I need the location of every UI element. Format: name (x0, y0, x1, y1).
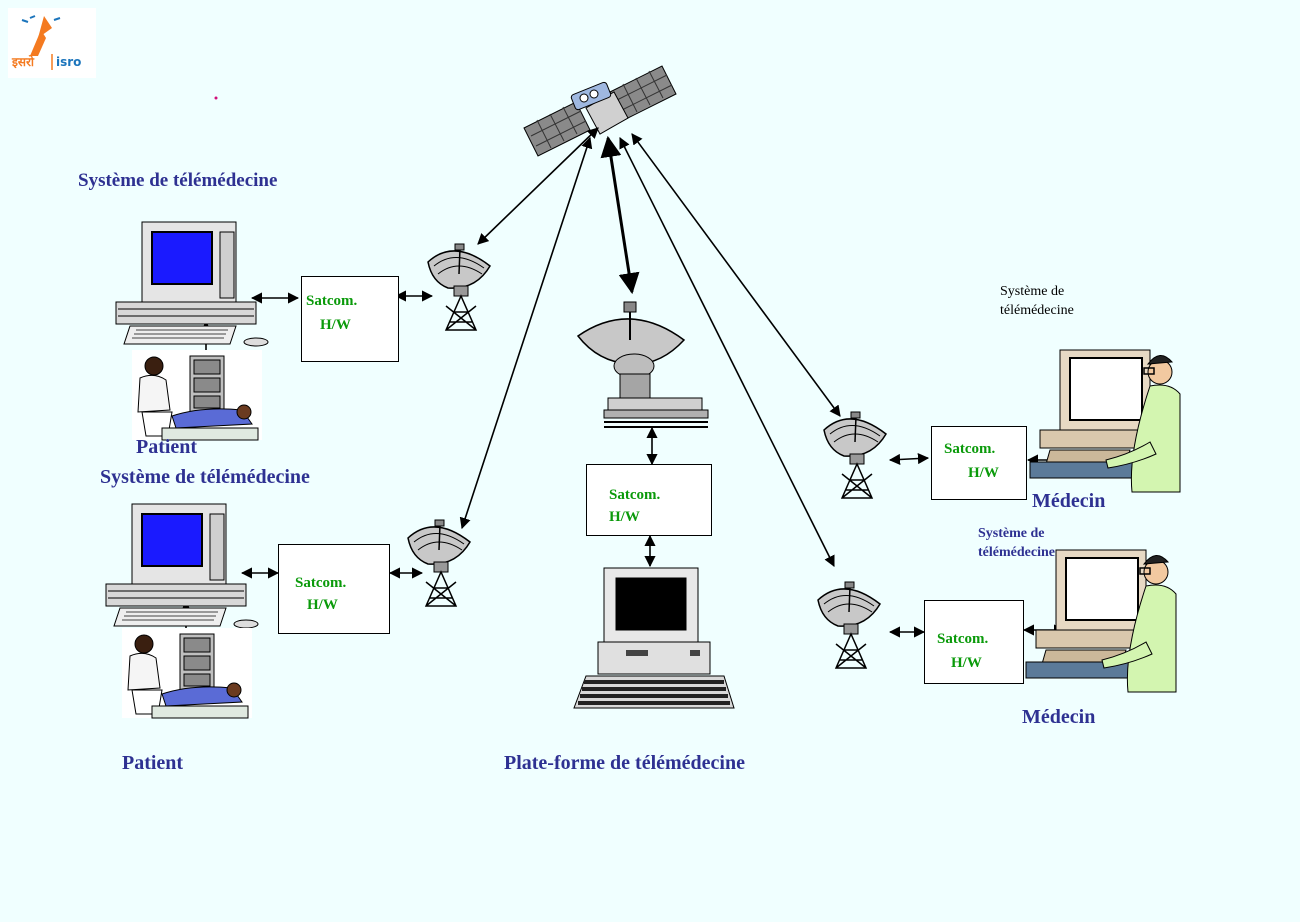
label-system-right-mid: Système de télémédecine (978, 526, 1055, 560)
dish-antenna-icon (817, 581, 881, 669)
label-doctor-top: Médecin (1032, 490, 1106, 512)
satcom-box: Satcom. H/W (586, 464, 712, 536)
label-patient-top: Patient (136, 436, 198, 458)
patient-scene-icon (121, 627, 253, 719)
label-platform: Plate-forme de télémédecine (504, 752, 745, 774)
label-system-right-top: Système de télémédecine (1000, 284, 1074, 318)
patient-scene-icon (131, 349, 263, 441)
satcom-box-line2: H/W (609, 509, 640, 525)
satcom-box-line2: H/W (951, 655, 982, 671)
satcom-box-line1: Satcom. (306, 293, 358, 309)
satcom-box-line1: Satcom. (944, 441, 996, 457)
satcom-box: Satcom. H/W (301, 276, 399, 362)
satcom-box-line1: Satcom. (609, 487, 661, 503)
isro-logo: इसरो isro (8, 8, 96, 78)
label-doctor-bottom: Médecin (1022, 706, 1096, 728)
satcom-box-line2: H/W (307, 597, 338, 613)
label-patient-bottom: Patient (122, 752, 184, 774)
satellite-icon (523, 65, 677, 157)
computer-icon (115, 221, 269, 347)
satcom-box-line1: Satcom. (295, 575, 347, 591)
label-system-top-left: Système de télémédecine (78, 170, 278, 191)
satcom-box: Satcom. H/W (931, 426, 1027, 500)
ground-station-antenna-icon (576, 301, 709, 428)
satcom-box-line2: H/W (968, 465, 999, 481)
logo-hindi: इसरो (11, 55, 35, 69)
dish-antenna-icon (427, 243, 491, 331)
platform-computer-icon (573, 567, 735, 709)
logo-latin: isro (56, 55, 81, 69)
label-system-mid-left: Système de télémédecine (100, 466, 310, 488)
satcom-box: Satcom. H/W (924, 600, 1024, 684)
doctor-scene-icon (1029, 349, 1181, 493)
computer-icon (105, 503, 259, 629)
dish-antenna-icon (823, 411, 887, 499)
doctor-scene-icon (1025, 549, 1177, 693)
satcom-box-line2: H/W (320, 317, 351, 333)
dish-antenna-icon (407, 519, 471, 607)
satcom-box-line1: Satcom. (937, 631, 989, 647)
satcom-box: Satcom. H/W (278, 544, 390, 634)
satellite-links (459, 127, 841, 568)
